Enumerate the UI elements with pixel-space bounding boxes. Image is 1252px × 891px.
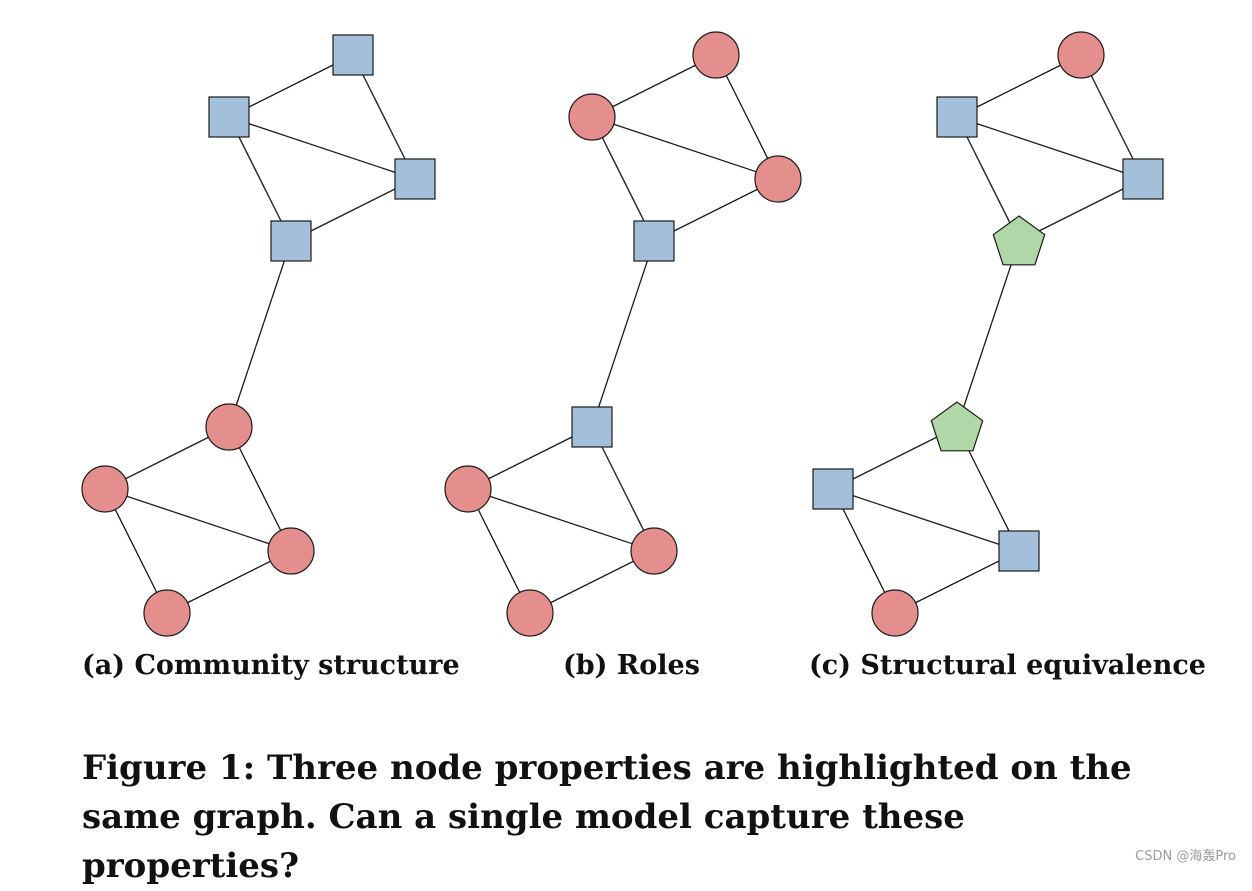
circle-node	[143, 589, 191, 637]
circle-node	[81, 465, 129, 513]
panel-b	[444, 31, 802, 637]
circle-node	[692, 31, 740, 79]
watermark: CSDN @海轰Pro	[1135, 849, 1236, 864]
panel-c	[812, 31, 1164, 637]
graph-edge	[832, 488, 1020, 552]
graph-edge	[228, 116, 292, 242]
pentagon-node	[930, 401, 984, 452]
graph-edge	[956, 240, 1020, 428]
figure-caption: Figure 1: Three node properties are high…	[82, 748, 1132, 886]
square-node	[936, 96, 978, 138]
circle-node	[1057, 31, 1105, 79]
caption-community-structure: (a) Community structure	[82, 650, 460, 681]
graph-edge	[956, 116, 1020, 242]
graph-diagram	[81, 31, 1164, 637]
graph-edge	[352, 54, 416, 180]
caption-roles: (b) Roles	[563, 650, 700, 681]
circle-node	[205, 403, 253, 451]
graph-edge	[104, 488, 292, 552]
graph-edge	[591, 240, 655, 428]
graph-edge	[228, 116, 416, 180]
square-node	[332, 34, 374, 76]
square-node	[998, 530, 1040, 572]
square-node	[571, 406, 613, 448]
circle-node	[754, 155, 802, 203]
graph-edge	[228, 240, 292, 428]
square-node	[1122, 158, 1164, 200]
graph-edge	[228, 54, 354, 118]
square-node	[812, 468, 854, 510]
circle-node	[871, 589, 919, 637]
square-node	[208, 96, 250, 138]
graph-edge	[591, 116, 779, 180]
panel-a	[81, 34, 436, 637]
graph-edge	[956, 116, 1144, 180]
caption-structural-equivalence: (c) Structural equivalence	[809, 650, 1206, 681]
graph-edge	[290, 178, 416, 242]
pentagon-node	[992, 215, 1046, 266]
square-node	[270, 220, 312, 262]
square-node	[633, 220, 675, 262]
circle-node	[568, 93, 616, 141]
circle-node	[444, 465, 492, 513]
circle-node	[506, 589, 554, 637]
circle-node	[630, 527, 678, 575]
square-node	[394, 158, 436, 200]
graph-edge	[467, 488, 655, 552]
circle-node	[267, 527, 315, 575]
